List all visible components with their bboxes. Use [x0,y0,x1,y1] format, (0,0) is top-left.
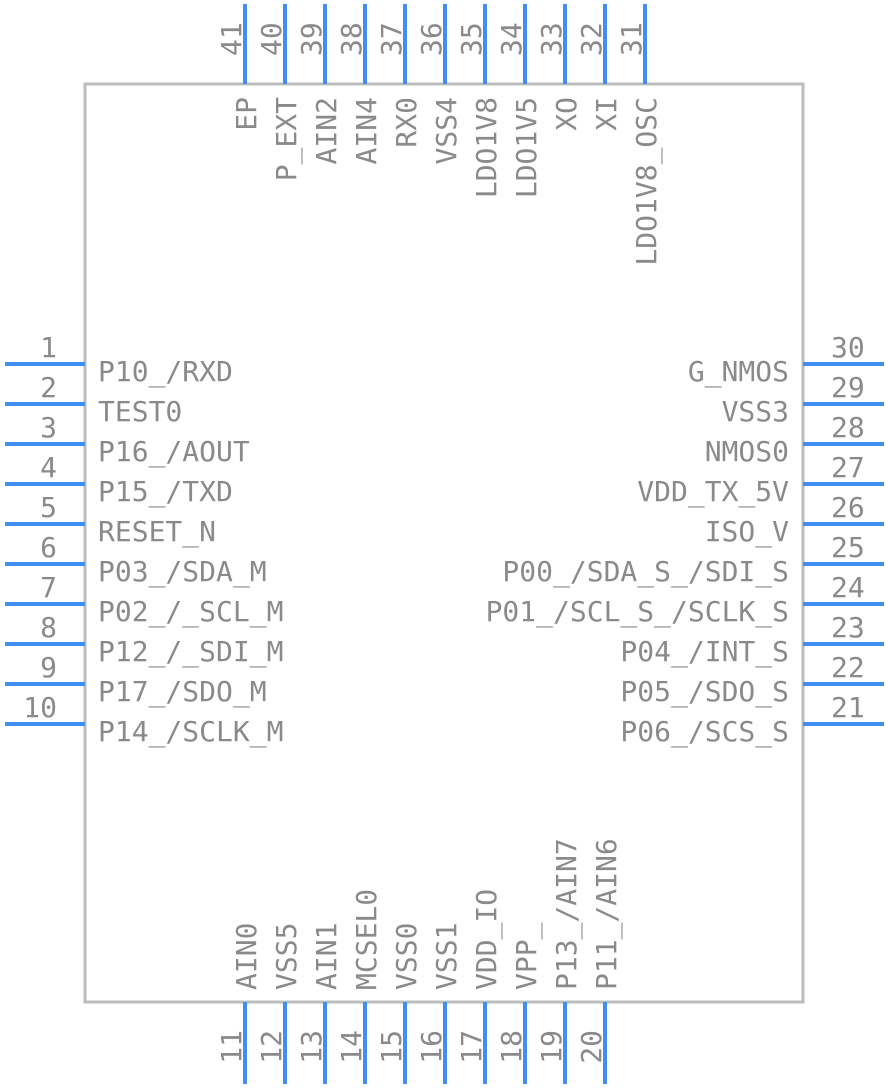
pin-14-label: MCSEL0 [350,889,383,990]
pin-38-label: AIN4 [350,97,383,164]
pin-41-label: EP [230,97,263,131]
pin-1-label: P10_/RXD [98,355,233,389]
pin-24-number: 24 [831,571,865,604]
pin-19-number: 19 [535,1030,568,1064]
pin-22-number: 22 [831,651,865,684]
pin-35-number: 35 [455,22,488,56]
pin-21-label: P06_/SCS_S [620,715,789,749]
pin-21-number: 21 [831,691,865,724]
pin-31-number: 31 [615,22,648,56]
pin-10-number: 10 [23,691,57,724]
pin-41-number: 41 [215,22,248,56]
pin-29-label: VSS3 [722,395,789,428]
pin-17-number: 17 [455,1030,488,1064]
pin-8-label: P12_/_SDI_M [98,635,283,669]
pin-19-label: P13_/AIN7 [550,838,584,990]
pin-20-number: 20 [575,1030,608,1064]
pin-5-label: RESET_N [98,515,216,549]
pin-12-label: VSS5 [270,923,303,990]
pin-3-label: P16_/AOUT [98,435,250,469]
pin-6-label: P03_/SDA_M [98,555,267,589]
pin-11-label: AIN0 [230,923,263,990]
pin-6-number: 6 [40,531,57,564]
pin-13-number: 13 [295,1030,328,1064]
pin-32-number: 32 [575,22,608,56]
pin-30-label: G_NMOS [688,355,789,389]
pin-15-label: VSS0 [390,923,423,990]
pin-16-label: VSS1 [430,923,463,990]
pin-35-label: LDO1V8 [470,97,503,198]
pin-26-label: ISO_V [705,515,789,549]
pin-30-number: 30 [831,331,865,364]
pin-33-number: 33 [535,22,568,56]
pin-23-number: 23 [831,611,865,644]
pin-22-label: P05_/SDO_S [620,675,789,709]
pin-36-label: VSS4 [430,97,463,164]
pin-39-number: 39 [295,22,328,56]
pin-27-number: 27 [831,451,865,484]
pin-33-label: XO [550,97,583,131]
pin-10-label: P14_/SCLK_M [98,715,283,749]
pin-37-number: 37 [375,22,408,56]
pin-28-label: NMOS0 [705,435,789,468]
pin-18-label: VPP_ [510,922,544,990]
pin-9-number: 9 [40,651,57,684]
pin-17-label: VDD_IO [470,889,504,990]
pin-13-label: AIN1 [310,923,343,990]
pin-25-number: 25 [831,531,865,564]
pin-29-number: 29 [831,371,865,404]
pin-4-label: P15_/TXD [98,475,233,509]
pin-3-number: 3 [40,411,57,444]
pin-40-label: P_EXT [270,97,304,181]
pin-8-number: 8 [40,611,57,644]
pin-15-number: 15 [375,1030,408,1064]
pin-28-number: 28 [831,411,865,444]
pin-9-label: P17_/SDO_M [98,675,267,709]
pin-2-number: 2 [40,371,57,404]
pin-34-label: LDO1V5 [510,97,543,198]
pin-31-label: LDO1V8_OSC [630,97,664,266]
pin-36-number: 36 [415,22,448,56]
pin-32-label: XI [590,97,623,131]
pin-39-label: AIN2 [310,97,343,164]
pin-23-label: P04_/INT_S [620,635,789,669]
pin-7-label: P02_/_SCL_M [98,595,283,629]
pin-37-label: RX0 [390,97,423,148]
pin-26-number: 26 [831,491,865,524]
pin-34-number: 34 [495,22,528,56]
pin-7-number: 7 [40,571,57,604]
pin-16-number: 16 [415,1030,448,1064]
pin-11-number: 11 [215,1030,248,1064]
ic-body [83,82,805,1004]
pin-20-label: P11_/AIN6 [590,838,624,990]
pin-38-number: 38 [335,22,368,56]
pin-40-number: 40 [255,22,288,56]
pin-1-number: 1 [40,331,57,364]
pin-14-number: 14 [335,1030,368,1064]
pin-12-number: 12 [255,1030,288,1064]
pin-24-label: P01_/SCL_S_/SCLK_S [486,595,789,629]
pin-2-label: TEST0 [98,395,182,428]
pin-27-label: VDD_TX_5V [637,475,789,509]
pin-25-label: P00_/SDA_S_/SDI_S [502,555,789,589]
pin-4-number: 4 [40,451,57,484]
pin-18-number: 18 [495,1030,528,1064]
pin-5-number: 5 [40,491,57,524]
